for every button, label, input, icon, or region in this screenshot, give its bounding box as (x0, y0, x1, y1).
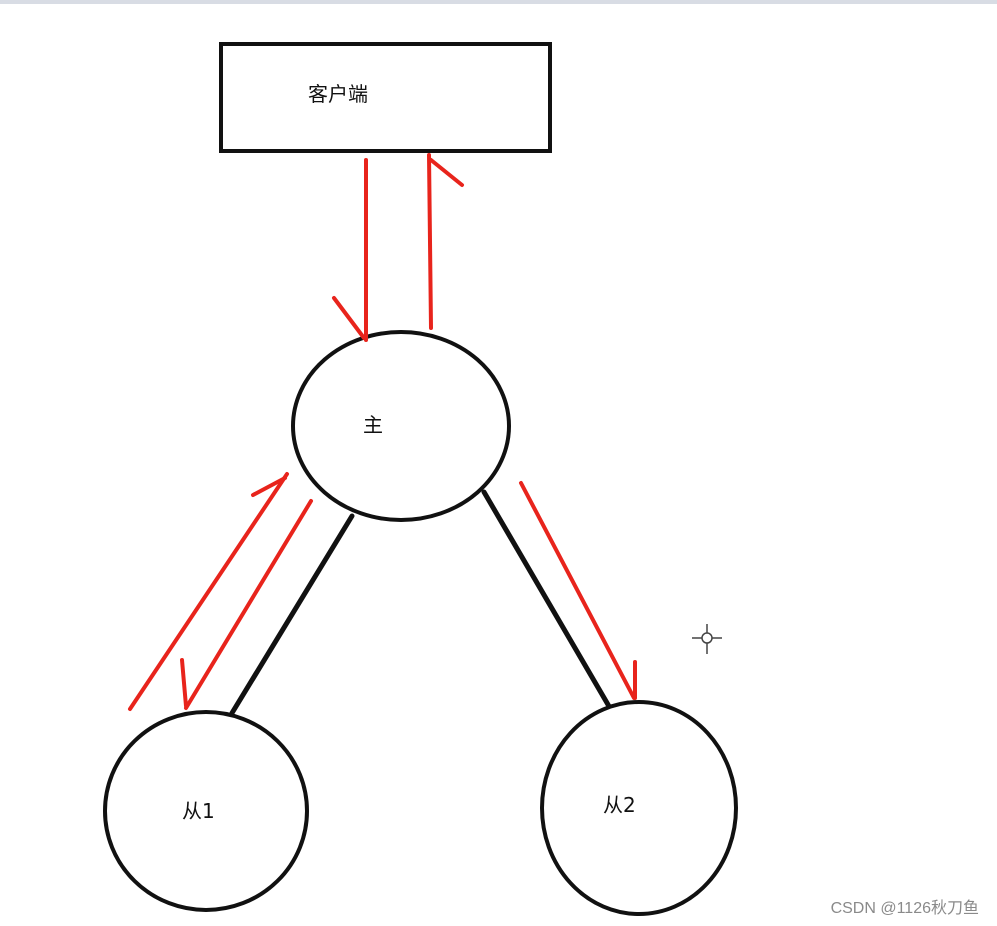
arrow-master-to-slave1 (180, 499, 313, 710)
arrow-slave1-to-master (128, 472, 289, 711)
slave1-node (103, 710, 309, 912)
edge-master-slave1 (229, 513, 355, 716)
slave2-label: 从2 (603, 793, 636, 817)
arrow-master-to-client (427, 153, 464, 330)
crosshair-cursor-icon (692, 624, 722, 654)
arrow-client-to-master (332, 158, 368, 342)
client-label: 客户端 (308, 82, 368, 106)
watermark: CSDN @1126秋刀鱼 (830, 900, 979, 917)
client-box (219, 42, 552, 153)
window-top-edge (0, 0, 997, 4)
slave2-node (540, 700, 738, 916)
arrow-master-to-slave2 (519, 481, 637, 700)
edge-master-slave2 (481, 489, 613, 711)
slave1-label: 从1 (182, 799, 215, 823)
master-node (291, 330, 511, 522)
master-label: 主 (363, 413, 383, 437)
